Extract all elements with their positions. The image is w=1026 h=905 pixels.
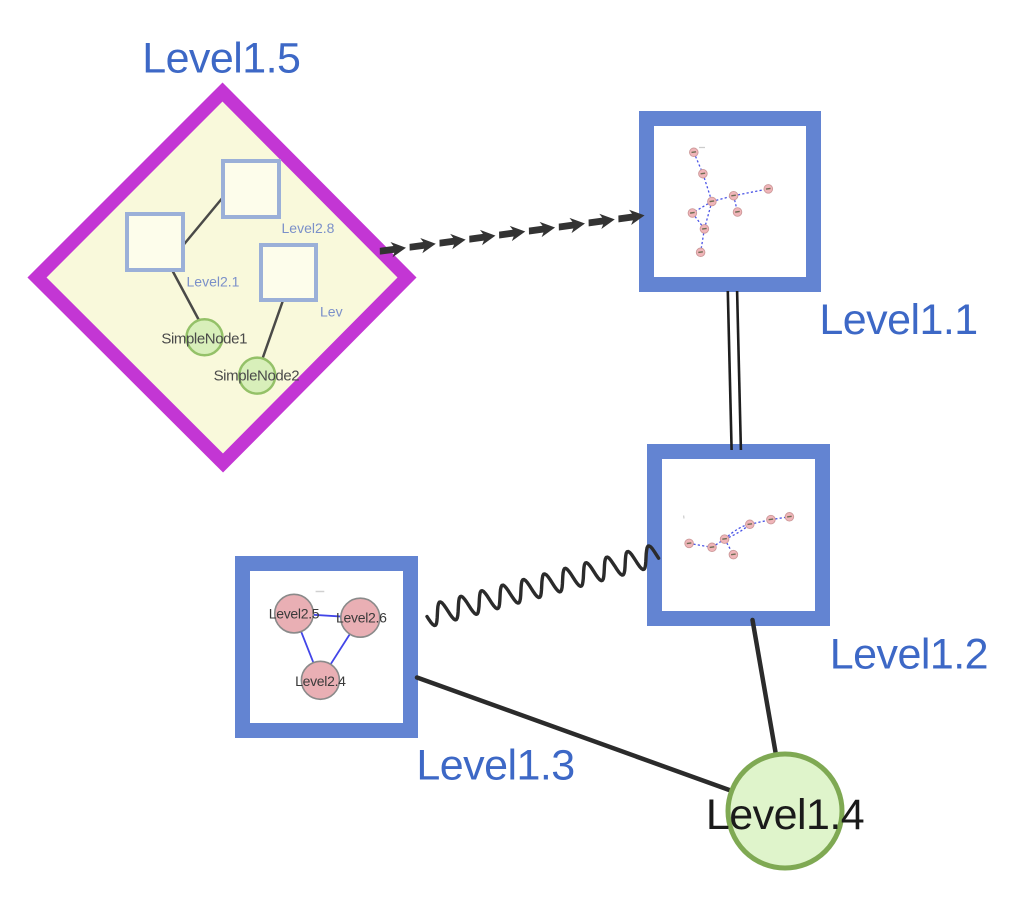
svg-text:Level2.6: Level2.6 xyxy=(336,610,387,626)
svg-text:SimpleNode2: SimpleNode2 xyxy=(214,368,300,385)
svg-text:Level2.1: Level2.1 xyxy=(187,273,240,289)
svg-text:Lev: Lev xyxy=(320,304,343,320)
svg-text:Level2.4: Level2.4 xyxy=(295,673,346,689)
svg-text:Level1.4: Level1.4 xyxy=(706,791,864,839)
svg-text:Level1.3: Level1.3 xyxy=(416,742,574,790)
svg-text:Level2.5: Level2.5 xyxy=(269,606,320,622)
svg-text:Level1.2: Level1.2 xyxy=(830,631,988,679)
svg-text:SimpleNode1: SimpleNode1 xyxy=(161,330,247,347)
svg-text:Level1.5: Level1.5 xyxy=(142,34,300,82)
svg-text:Level1.1: Level1.1 xyxy=(819,296,977,344)
svg-text:Level2.8: Level2.8 xyxy=(282,220,335,236)
